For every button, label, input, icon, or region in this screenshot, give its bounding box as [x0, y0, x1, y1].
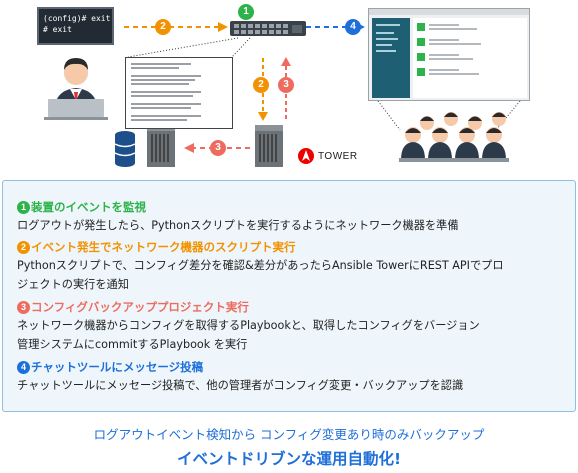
tower-label: TOWER: [318, 151, 358, 162]
ansible-logo-icon: [298, 148, 314, 164]
chat-sidebar: [372, 18, 410, 98]
footer-headline: イベントドリブンな運用自動化!: [176, 450, 402, 468]
badge-step-2-mid: 2: [253, 77, 269, 93]
step-4-number: 4: [17, 361, 30, 374]
step-2-number: 2: [17, 241, 30, 254]
arrow-head-up: [281, 57, 291, 66]
badge-step-2-top: 2: [155, 19, 171, 35]
badge-step-1: 1: [238, 4, 254, 20]
badge-step-4: 4: [345, 19, 361, 35]
chat-screen-icon: [368, 8, 530, 101]
step-2-line-2: ジェクトの実行を通知: [17, 278, 129, 291]
server-icon: [147, 125, 175, 167]
terminal-window: (config)# exit # exit: [37, 7, 114, 45]
workflow-diagram: (config)# exit # exit: [0, 0, 578, 178]
arrow-head-3: [184, 143, 194, 153]
tower-server-icon: [255, 125, 283, 167]
admin-group-icon: [399, 112, 509, 162]
config-diff-document: [125, 57, 233, 129]
footer-subtitle: ログアウトイベント検知から コンフィグ変更あり時のみバックアップ: [93, 427, 485, 442]
projection-right: [495, 100, 521, 131]
arrow-head-down: [258, 112, 268, 121]
step-1-line-1: ログアウトが発生したら、Pythonスクリプトを実行するようにネットワーク機器を…: [17, 219, 459, 232]
step-3-number: 3: [17, 301, 30, 314]
person-at-laptop-icon: [44, 58, 108, 120]
step-3-line-2: 管理システムにcommitするPlaybook を実行: [17, 338, 248, 351]
arrow-head-2: [218, 22, 228, 32]
chat-message-area: [413, 18, 527, 98]
step-4-line-1: チャットツールにメッセージ投稿で、他の管理者がコンフィグ変更・バックアップを認識: [17, 379, 464, 392]
step-1-number: 1: [17, 201, 30, 214]
badge-step-3-bottom: 3: [210, 140, 226, 156]
leader-left: [127, 37, 239, 58]
badge-step-3-mid: 3: [278, 77, 294, 93]
leader-right: [231, 37, 251, 58]
database-icon: [114, 131, 136, 167]
network-switch-icon: [230, 21, 306, 36]
step-2-line-1: Pythonスクリプトで、コンフィグ差分を確認&差分があったらAnsible T…: [17, 259, 504, 272]
projection-left: [377, 100, 401, 131]
step-3-line-1: ネットワーク機器からコンフィグを取得するPlaybookと、取得したコンフィグを…: [17, 319, 480, 332]
terminal-line-1: (config)# exit: [43, 14, 111, 23]
terminal-line-2: # exit: [43, 25, 72, 34]
